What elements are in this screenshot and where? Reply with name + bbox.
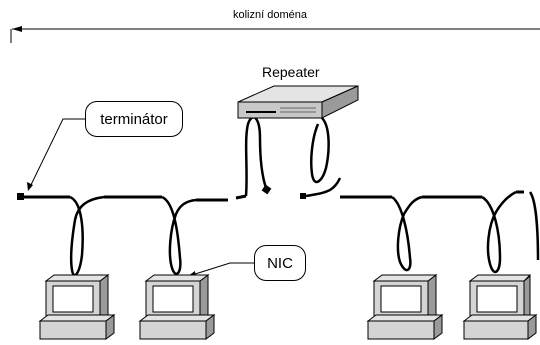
repeater-icon [237,85,359,119]
terminator-icon [17,193,24,200]
bnc-connector-icon [300,193,306,199]
terminator-callout-leader [27,118,85,191]
computer-icon [462,274,538,340]
drop-cable-1 [69,195,105,277]
drop-cable-3 [391,195,423,272]
bnc-connector-icon [261,184,272,195]
repeater-cable-right [310,117,330,184]
repeater-cable-right-lower [305,177,342,198]
drop-cable-4 [481,190,517,274]
collision-domain-label: kolizní doména [233,9,307,21]
computer-icon [366,274,444,340]
nic-callout: NIC [254,245,306,281]
collision-domain-arrow [10,26,540,43]
drop-cable-5 [528,191,540,261]
computer-icon [38,274,116,340]
right-bus-cable [340,190,524,199]
repeater-cable-left [244,116,268,197]
left-bus-cable [22,194,247,202]
repeater-label: Repeater [262,64,320,80]
computer-icon [138,274,216,340]
drop-cable-2 [161,195,197,276]
terminator-callout: terminátor [85,101,183,137]
